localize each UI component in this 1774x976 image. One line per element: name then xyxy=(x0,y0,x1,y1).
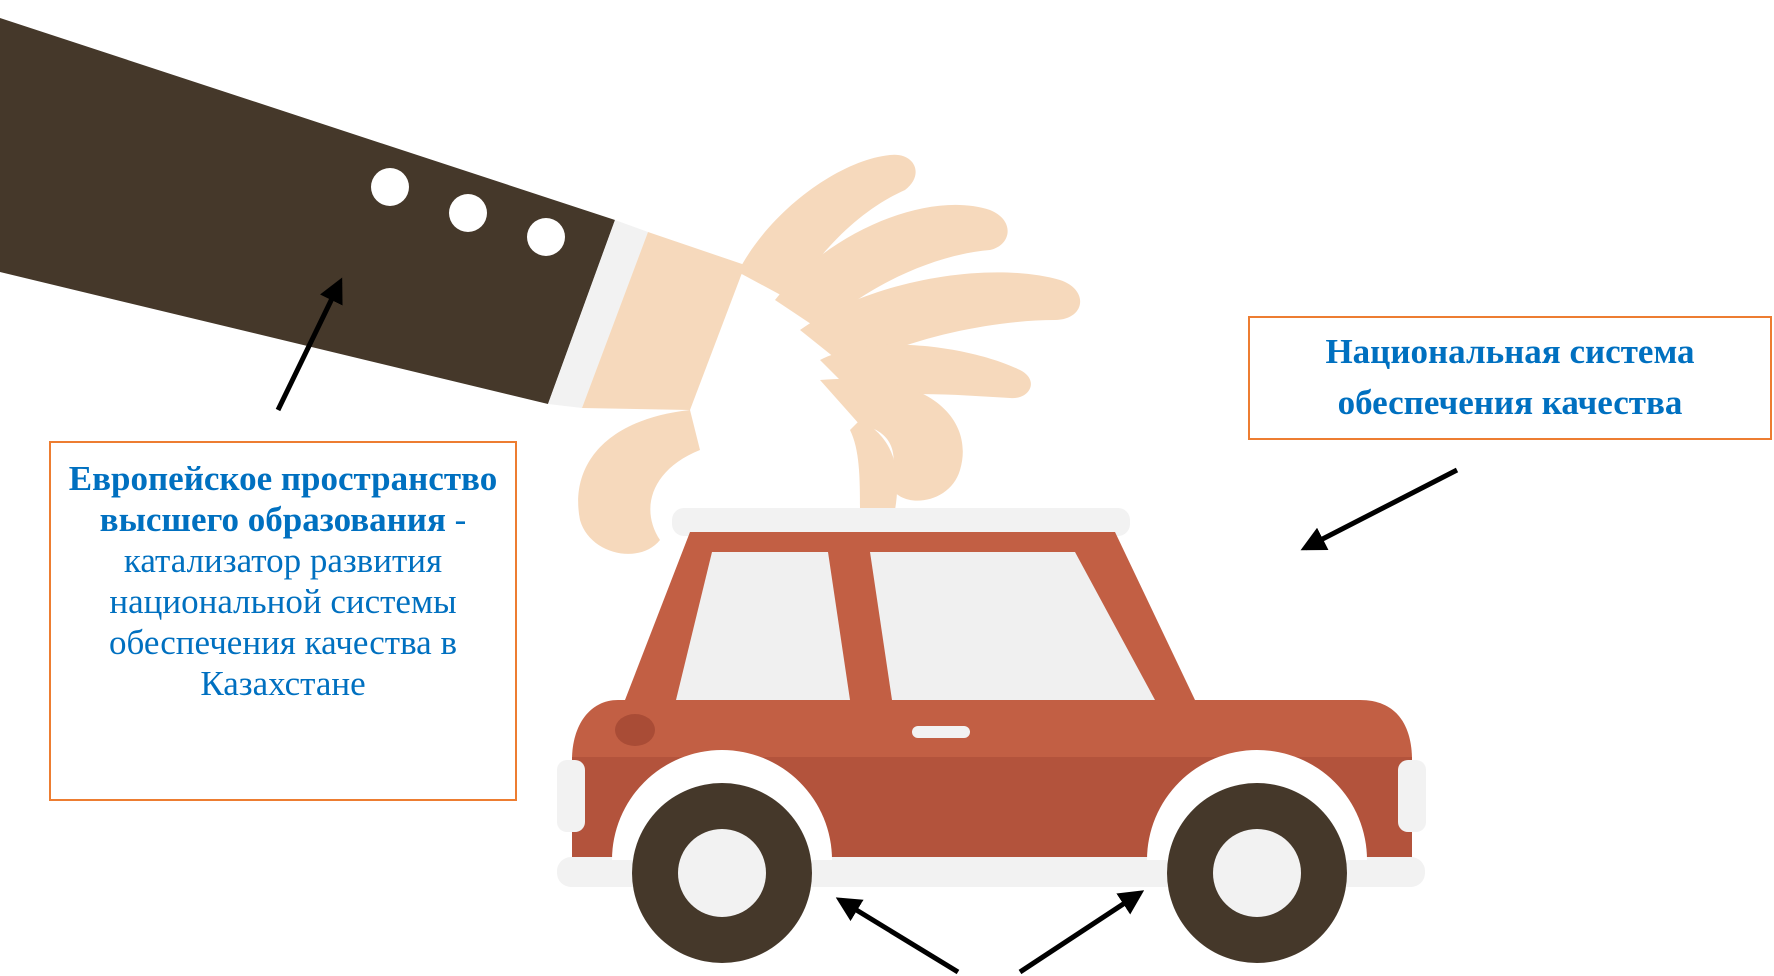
nqa-textbox: Национальная система обеспечения качеств… xyxy=(1248,316,1772,440)
ehea-textbox: Европейское пространство высшего образов… xyxy=(49,441,517,801)
cufflink-button xyxy=(449,194,487,232)
cufflink-button xyxy=(371,168,409,206)
car xyxy=(557,508,1426,963)
car-wheel-hub xyxy=(678,829,766,917)
arrow-to-front-wheel xyxy=(840,900,958,972)
car-bumper-front xyxy=(557,760,585,832)
nqa-title: Национальная система обеспечения качеств… xyxy=(1325,332,1694,422)
ehea-title: Европейское пространство высшего образов… xyxy=(69,459,497,539)
car-bumper-rear xyxy=(1398,760,1426,832)
ehea-dash: - xyxy=(446,500,466,539)
car-headlight xyxy=(615,714,655,746)
cufflink-button xyxy=(527,218,565,256)
car-door-handle xyxy=(912,726,970,738)
arrow-to-car xyxy=(1305,470,1457,548)
arrow-to-rear-wheel xyxy=(1020,893,1140,972)
car-roof-rack xyxy=(672,508,1130,536)
hand xyxy=(578,155,1080,554)
ehea-description: катализатор развития национальной систем… xyxy=(109,541,457,703)
car-wheel-hub xyxy=(1213,829,1301,917)
